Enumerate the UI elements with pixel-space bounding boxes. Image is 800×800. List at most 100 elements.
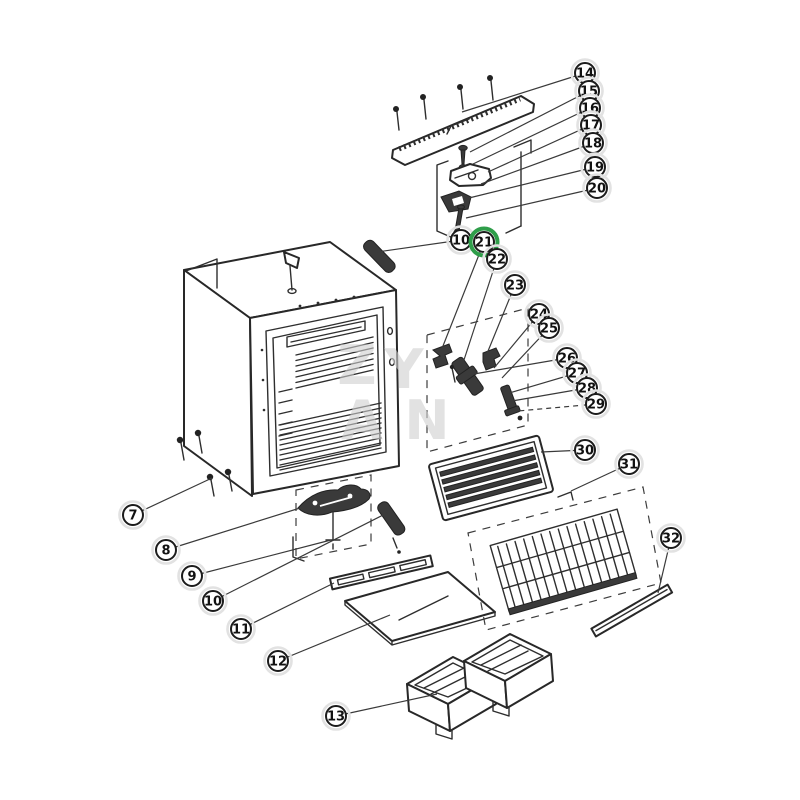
callout-halo (534, 313, 564, 343)
callout-circle (325, 705, 347, 727)
callout-number: 30 (576, 444, 594, 459)
leader-line-16 (472, 107, 591, 165)
glass-shelf (344, 571, 496, 646)
upper-hinge-parts (436, 139, 532, 239)
leader-line-25 (501, 327, 550, 379)
callout-number: 7 (128, 509, 137, 524)
callout-22[interactable]: 22 (482, 244, 512, 274)
callout-halo (582, 173, 612, 203)
callout-halo (500, 270, 530, 300)
callout-halo (226, 614, 256, 644)
mounting-bracket (295, 474, 372, 560)
callout-halo (118, 500, 148, 530)
callout-10[interactable]: 10 (198, 586, 228, 616)
wire-shelf-boundary (467, 486, 662, 631)
callout-12[interactable]: 12 (263, 646, 293, 676)
callout-30[interactable]: 30 (570, 435, 600, 465)
callout-circle (584, 156, 606, 178)
callout-26[interactable]: 26 (552, 343, 582, 373)
callout-number: 21 (475, 236, 493, 251)
callout-halo (198, 586, 228, 616)
callout-27[interactable]: 27 (562, 358, 592, 388)
leader-line-14 (461, 72, 586, 113)
callout-number: 28 (578, 382, 596, 397)
top-pin-part (283, 251, 300, 295)
callout-10[interactable]: 10 (446, 225, 476, 255)
callout-11[interactable]: 11 (226, 614, 256, 644)
callout-31[interactable]: 31 (614, 449, 644, 479)
leader-line-19 (468, 166, 596, 199)
callout-number: 25 (540, 322, 558, 337)
callout-number: 13 (327, 710, 345, 725)
callout-circle (574, 439, 596, 461)
callout-circle (504, 274, 526, 296)
callout-number: 11 (232, 623, 250, 638)
callout-number: 10 (204, 595, 222, 610)
leader-line-12 (277, 614, 391, 662)
lower-hinge-slat (377, 501, 406, 554)
callout-32[interactable]: 32 (656, 523, 686, 553)
hinge-cover-slat (363, 239, 396, 273)
callout-circle (556, 347, 578, 369)
cabinet-body (183, 239, 400, 497)
callout-circle (155, 539, 177, 561)
callout-number: 20 (588, 182, 606, 197)
top-grille-part (391, 75, 535, 166)
callout-circle (618, 453, 640, 475)
callout-circle (486, 248, 508, 270)
door-bins (406, 633, 554, 740)
leader-line-10 (212, 511, 390, 602)
middle-hinge-parts (426, 307, 529, 453)
leader-line-26 (467, 357, 568, 376)
leader-line-13 (335, 693, 438, 717)
leader-line-20 (465, 187, 598, 219)
callout-8[interactable]: 8 (151, 535, 181, 565)
watermark-letter: A (341, 389, 383, 452)
callout-halo (321, 701, 351, 731)
callout-circle (230, 618, 252, 640)
callout-circle (585, 393, 607, 415)
callout-number: 29 (587, 398, 605, 413)
callout-circle (202, 590, 224, 612)
leader-line-17 (487, 124, 592, 173)
watermark-letter: Z (337, 334, 376, 397)
vent-grille (428, 434, 554, 522)
callout-circle (267, 650, 289, 672)
leader-line-9 (191, 539, 332, 577)
watermark-letter: Y (383, 338, 424, 401)
callout-25[interactable]: 25 (534, 313, 564, 343)
callout-number: 23 (506, 279, 524, 294)
leader-line-23 (485, 284, 516, 357)
callout-20[interactable]: 20 (582, 173, 612, 203)
trim-bar (590, 583, 674, 638)
callout-number: 19 (586, 161, 604, 176)
leader-lines (132, 72, 672, 717)
callout-halo (263, 646, 293, 676)
callout-9[interactable]: 9 (177, 561, 207, 591)
callout-13[interactable]: 13 (321, 701, 351, 731)
callout-number: 10 (452, 234, 470, 249)
callout-circle (122, 504, 144, 526)
leader-line-11 (240, 582, 335, 630)
callout-number: 31 (620, 458, 638, 473)
wire-shelf (489, 508, 638, 616)
callout-circle (181, 565, 203, 587)
callout-7[interactable]: 7 (118, 500, 148, 530)
leader-line-27 (505, 372, 578, 395)
callout-19[interactable]: 19 (580, 152, 610, 182)
callout-number: 27 (568, 367, 586, 382)
callout-halo (570, 435, 600, 465)
callout-halo (177, 561, 207, 591)
callout-number: 26 (558, 352, 576, 367)
callout-number: 12 (269, 655, 287, 670)
callout-circle (566, 362, 588, 384)
callout-number: 18 (584, 137, 602, 152)
alignment-mark (292, 536, 305, 562)
callout-29[interactable]: 29 (581, 389, 611, 419)
callout-23[interactable]: 23 (500, 270, 530, 300)
callout-circle (660, 527, 682, 549)
